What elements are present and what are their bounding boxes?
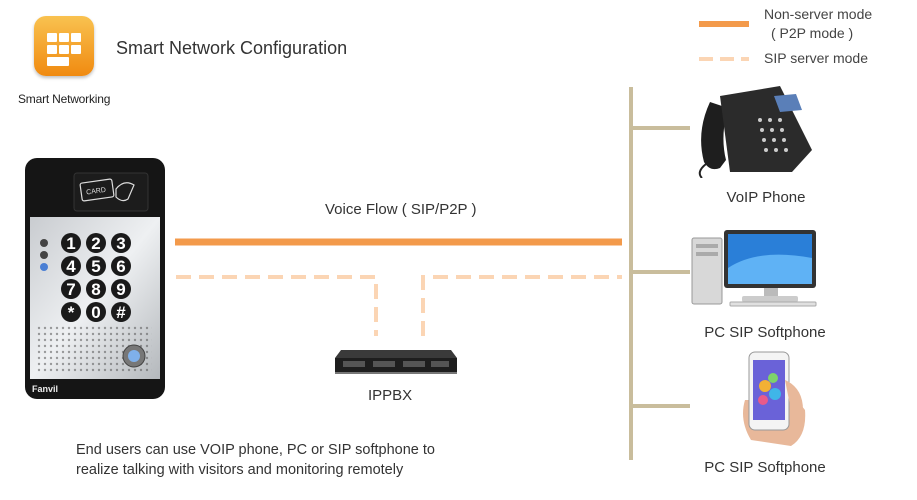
voip-phone-icon bbox=[698, 86, 812, 178]
keypad-key-label: 4 bbox=[66, 257, 76, 276]
keypad-key-label: 6 bbox=[116, 257, 125, 276]
keypad-key bbox=[86, 256, 106, 276]
keypad-key-label: 7 bbox=[66, 280, 75, 299]
device-label-mobile: PC SIP Softphone bbox=[704, 459, 826, 476]
legend-solid-label-2: ( P2P mode ) bbox=[771, 25, 854, 41]
sip-dashed-path-left bbox=[176, 275, 378, 336]
ippbx-switch-icon bbox=[335, 350, 457, 374]
keypad-key bbox=[86, 279, 106, 299]
keypad-key bbox=[111, 233, 131, 253]
keypad-key-label: 1 bbox=[66, 234, 75, 253]
voice-flow-label: Voice Flow ( SIP/P2P ) bbox=[325, 201, 477, 218]
page-title: Smart Network Configuration bbox=[116, 38, 348, 58]
keypad-key bbox=[86, 233, 106, 253]
keypad-key bbox=[111, 279, 131, 299]
keypad-key-label: 5 bbox=[91, 257, 100, 276]
device-label-pc: PC SIP Softphone bbox=[704, 324, 826, 341]
keypad-key bbox=[111, 256, 131, 276]
keypad-key-label: 8 bbox=[91, 280, 100, 299]
footer-description: End users can use VOIP phone, PC or SIP … bbox=[76, 440, 435, 480]
footer-line-1: End users can use VOIP phone, PC or SIP … bbox=[76, 442, 435, 458]
desktop-pc-icon bbox=[691, 230, 817, 307]
keypad-key bbox=[61, 233, 81, 253]
sip-dashed-path-right bbox=[421, 275, 622, 336]
app-label: Smart Networking bbox=[18, 92, 111, 106]
keypad-key-label: 2 bbox=[91, 234, 100, 253]
door-phone-brand: Fanvil bbox=[32, 384, 58, 394]
footer-line-2: realize talking with visitors and monito… bbox=[76, 462, 404, 478]
keypad-key bbox=[61, 256, 81, 276]
keypad-key-label: 0 bbox=[91, 303, 100, 322]
keypad-key-label: 3 bbox=[116, 234, 125, 253]
legend-solid-label-1: Non-server mode bbox=[764, 6, 873, 22]
keypad-key bbox=[61, 279, 81, 299]
ippbx-label: IPPBX bbox=[368, 387, 413, 404]
keypad-key bbox=[86, 302, 106, 322]
legend-swatches bbox=[699, 21, 749, 61]
smartphone-icon bbox=[743, 351, 806, 446]
keypad-key-label: * bbox=[68, 303, 75, 322]
keypad-key-label: # bbox=[116, 303, 126, 322]
keypad-key bbox=[61, 302, 81, 322]
device-label-voip: VoIP Phone bbox=[726, 189, 806, 206]
keypad-key-label: 9 bbox=[116, 280, 125, 299]
legend-dashed-label: SIP server mode bbox=[764, 50, 869, 66]
card-text: CARD bbox=[86, 187, 107, 197]
grid-app-icon bbox=[34, 16, 94, 76]
keypad-key bbox=[111, 302, 131, 322]
